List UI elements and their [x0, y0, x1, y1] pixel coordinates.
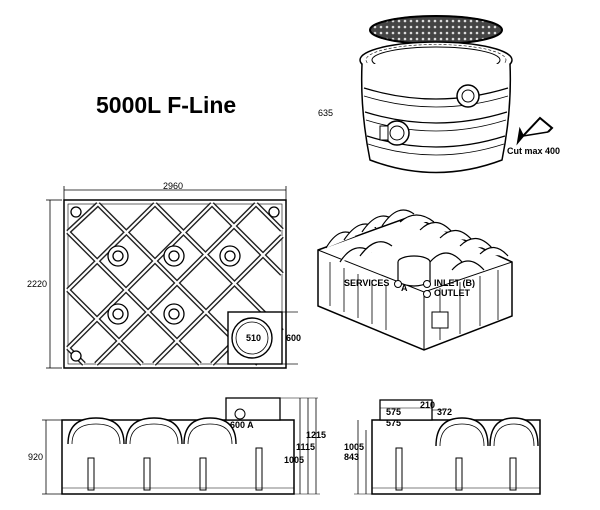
page-title: 5000L F-Line — [96, 92, 237, 118]
plan-view — [46, 186, 298, 369]
end-dim-575-bottom: 575 — [386, 418, 402, 428]
end-dim-372: 372 — [437, 407, 453, 417]
cut-max-note: Cut max 400 — [507, 146, 561, 156]
end-view — [354, 399, 541, 495]
side-dim-1215: 1215 — [306, 430, 327, 440]
plan-height-dimension: 2220 — [27, 279, 48, 289]
end-dim-843: 843 — [344, 452, 360, 462]
side-riser-label: 600 A — [230, 420, 254, 430]
end-dim-1005: 1005 — [344, 442, 365, 452]
outlet-label: OUTLET — [434, 288, 470, 298]
hacksaw-icon — [516, 116, 554, 146]
isometric-view — [317, 209, 513, 351]
side-dim-1115: 1115 — [296, 442, 316, 452]
side-tank-height: 920 — [28, 452, 44, 462]
end-dim-575-top: 575 — [386, 407, 402, 417]
riser-outer-dimension: 600 — [286, 333, 302, 343]
services-label: SERVICES — [344, 278, 390, 288]
riser-inner-dimension: 510 — [246, 333, 262, 343]
inlet-label: INLET (B) — [434, 278, 475, 288]
plan-width-dimension: 2960 — [163, 181, 184, 191]
side-view — [42, 397, 320, 495]
end-dim-210: 210 — [420, 400, 436, 410]
services-marker: A — [401, 283, 408, 293]
riser-height-dimension: 635 — [318, 108, 334, 118]
side-dim-1005: 1005 — [284, 455, 305, 465]
riser-illustration — [359, 15, 513, 174]
